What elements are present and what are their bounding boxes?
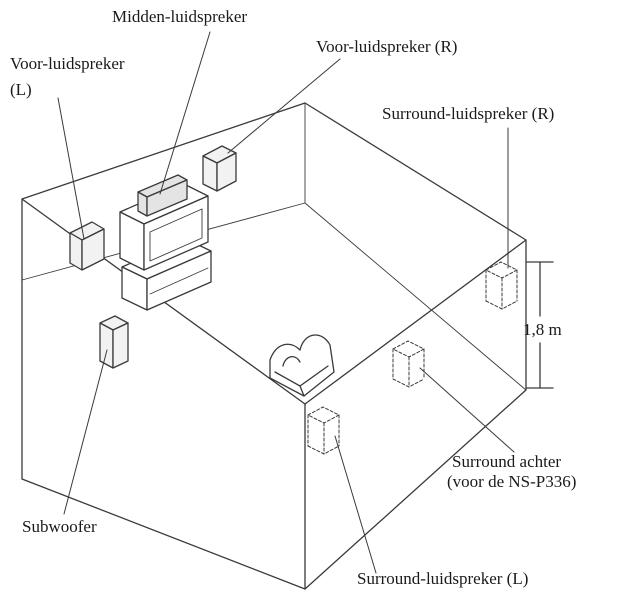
surround-left-speaker-label: Surround-luidspreker (L) bbox=[357, 569, 529, 588]
subwoofer-label: Subwoofer bbox=[22, 517, 97, 536]
height-label: 1,8 m bbox=[523, 320, 562, 339]
front-left-speaker-label-line1: Voor-luidspreker bbox=[10, 54, 125, 73]
surround-right-speaker-label: Surround-luidspreker (R) bbox=[382, 104, 555, 123]
surround-back-label-line1: Surround achter bbox=[452, 452, 562, 471]
front-left-speaker bbox=[69, 221, 105, 271]
floor-back-right-edge bbox=[304, 202, 527, 391]
callout-lines bbox=[57, 31, 515, 574]
leader-surround-left bbox=[334, 435, 377, 574]
front-left-speaker-label-line2: (L) bbox=[10, 80, 32, 99]
surround-back-speaker bbox=[392, 340, 425, 388]
center-speaker-label: Midden-luidspreker bbox=[112, 7, 248, 26]
room-outline bbox=[21, 102, 527, 590]
leader-front-right bbox=[227, 58, 341, 154]
subwoofer-unit bbox=[99, 315, 129, 369]
room-outer-edge bbox=[21, 102, 527, 590]
leader-subwoofer bbox=[63, 349, 108, 515]
armchair bbox=[269, 334, 335, 397]
leader-center bbox=[159, 31, 211, 195]
surround-back-label-line2: (voor de NS-P336) bbox=[447, 472, 577, 491]
leader-surround-back bbox=[419, 367, 515, 453]
front-right-speaker-label: Voor-luidspreker (R) bbox=[316, 37, 458, 56]
room-right-top-edge bbox=[304, 239, 527, 405]
surround-right-speaker bbox=[485, 261, 518, 310]
surround-left-speaker bbox=[307, 406, 340, 455]
front-right-speaker bbox=[202, 145, 237, 192]
height-dimension-marker bbox=[526, 261, 554, 389]
leader-front-left bbox=[57, 97, 85, 240]
